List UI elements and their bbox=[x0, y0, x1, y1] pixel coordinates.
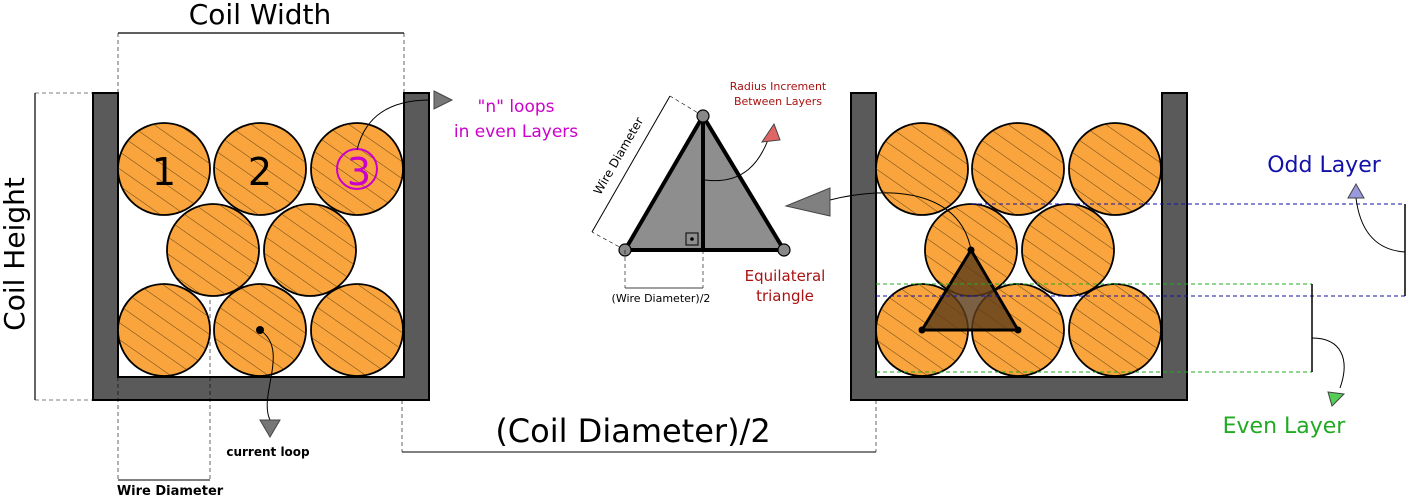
right-bobbin bbox=[850, 92, 1188, 401]
wire-diameter-guide-bottom bbox=[591, 231, 626, 251]
right-angle-marker-dot bbox=[690, 237, 694, 241]
equilateral-label-line2: triangle bbox=[756, 287, 814, 305]
arrowhead-icon bbox=[760, 122, 781, 143]
coil-diameter-label: (Coil Diameter)/2 bbox=[495, 412, 770, 450]
wire-loop bbox=[311, 284, 403, 376]
loop-number-3: 3 bbox=[347, 150, 371, 194]
right-wires bbox=[875, 122, 1162, 377]
even-layer-arrow-line bbox=[1311, 337, 1345, 389]
right-coil: Odd Layer Even Layer bbox=[784, 92, 1406, 439]
current-loop-label: current loop bbox=[226, 445, 310, 459]
loop-number-1: 1 bbox=[152, 150, 176, 194]
radius-increment-label-line2: Between Layers bbox=[734, 95, 822, 108]
wire-diameter-rotated-dim bbox=[591, 95, 671, 233]
arrowhead-icon bbox=[1327, 391, 1346, 407]
triangle-detail: Wire Diameter (Wire Diameter)/2 Radius I… bbox=[591, 80, 827, 305]
n-loops-arrow-line bbox=[356, 99, 431, 151]
triangle-vertex-right bbox=[777, 243, 791, 257]
wire-loop bbox=[972, 123, 1064, 215]
left-bobbin bbox=[92, 92, 430, 401]
coil-diameter-dimension: (Coil Diameter)/2 bbox=[401, 400, 877, 453]
wire-diameter-bottom-label: Wire Diameter bbox=[117, 484, 224, 496]
center-triangle bbox=[920, 248, 1020, 332]
odd-layer-label: Odd Layer bbox=[1267, 153, 1382, 178]
wire-loop bbox=[1069, 123, 1161, 215]
wire-loop bbox=[167, 204, 259, 296]
coil-height-label: Coil Height bbox=[0, 177, 31, 331]
wire-loop bbox=[1022, 204, 1114, 296]
wire-loop bbox=[118, 123, 210, 215]
arrowhead-icon bbox=[433, 90, 454, 110]
even-layer-label: Even Layer bbox=[1223, 414, 1347, 439]
left-wires bbox=[117, 122, 404, 377]
wire-loop bbox=[311, 123, 403, 215]
current-loop-arrow-line bbox=[259, 329, 274, 421]
triangle-vertex-top bbox=[696, 109, 710, 123]
wire-loop bbox=[264, 204, 356, 296]
radius-increment-label-line1: Radius Increment bbox=[730, 80, 827, 93]
arrowhead-icon bbox=[259, 419, 281, 438]
odd-layer-arrow-line bbox=[1355, 197, 1406, 253]
right-angle-marker-icon bbox=[685, 232, 699, 246]
n-loops-label-line2: in even Layers bbox=[454, 122, 578, 142]
wire-loop bbox=[1069, 284, 1161, 376]
coil-width-label: Coil Width bbox=[189, 0, 332, 31]
center-dot bbox=[918, 326, 926, 334]
center-dot bbox=[1014, 326, 1022, 334]
detail-arrow-line bbox=[829, 192, 972, 251]
arrowhead-icon bbox=[1347, 182, 1365, 199]
half-wire-diameter-label: (Wire Diameter)/2 bbox=[612, 292, 711, 305]
equilateral-label-line1: Equilateral bbox=[745, 267, 826, 285]
wire-loop bbox=[214, 123, 306, 215]
loop-number-2: 2 bbox=[248, 150, 272, 194]
wire-loop bbox=[876, 123, 968, 215]
radius-increment-arrow-line bbox=[704, 139, 769, 182]
arrowhead-icon bbox=[784, 187, 831, 217]
wire-loop bbox=[118, 284, 210, 376]
n-loops-label-line1: "n" loops bbox=[478, 97, 555, 117]
left-coil: Coil Width Coil Height 1 bbox=[0, 0, 578, 496]
